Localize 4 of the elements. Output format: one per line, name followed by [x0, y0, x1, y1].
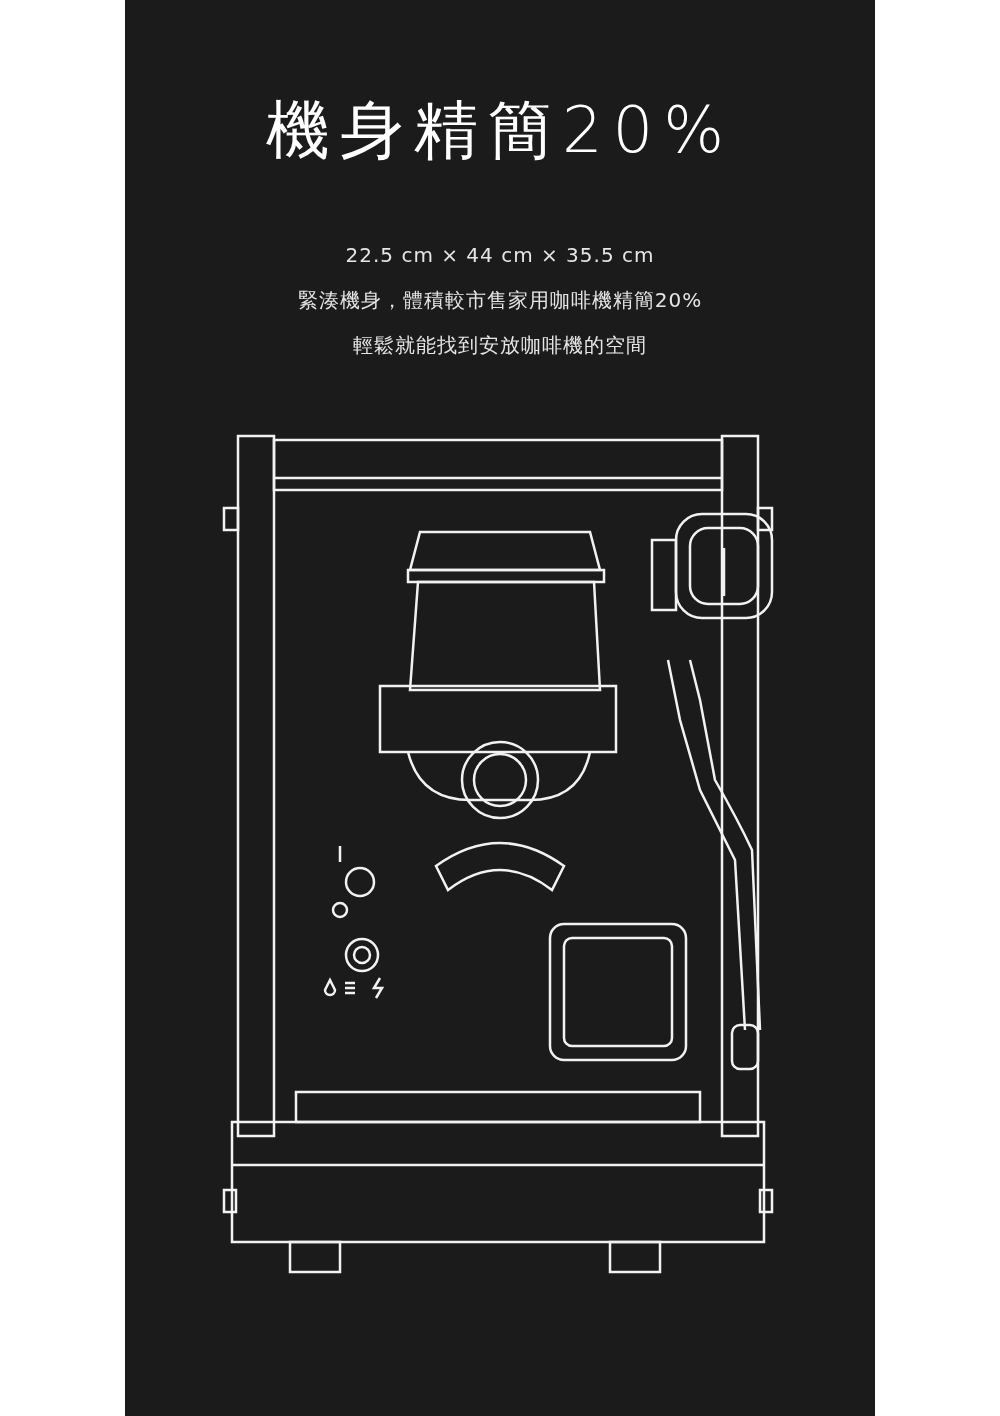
dimensions-text: 22.5 cm × 44 cm × 35.5 cm — [344, 242, 656, 268]
description-text: 緊湊機身，體積較市售家用咖啡機精簡20% — [296, 287, 704, 313]
description-text: 輕鬆就能找到安放咖啡機的空間 — [352, 332, 648, 358]
title: 機身精簡20% — [264, 92, 736, 169]
